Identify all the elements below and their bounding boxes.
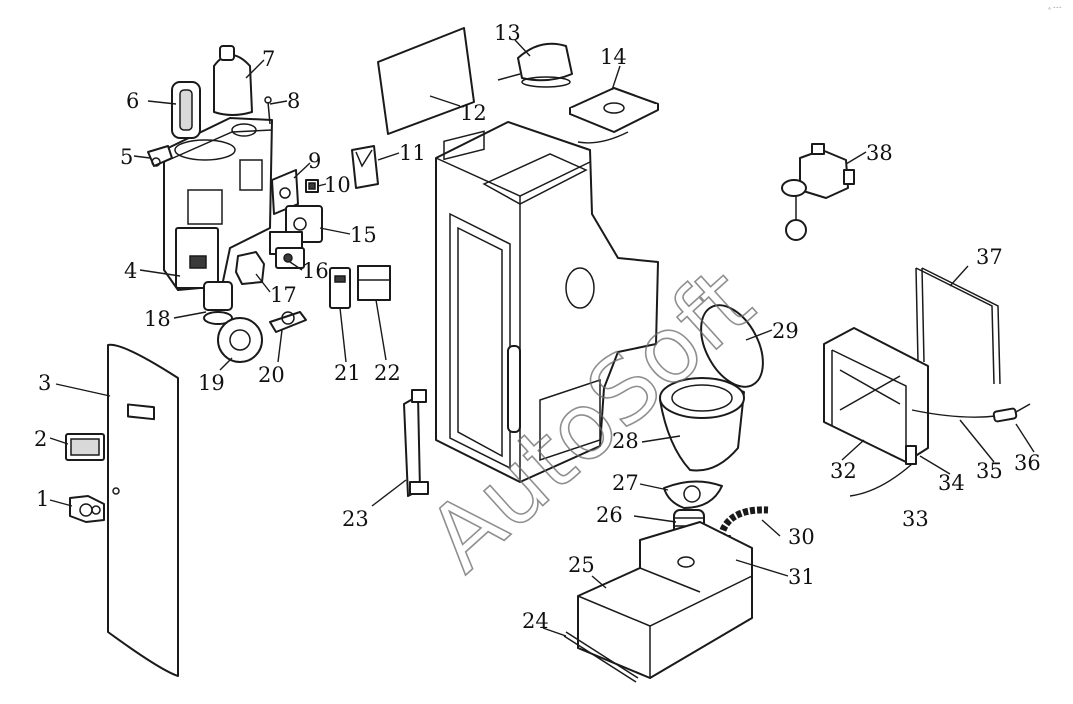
callout-33: 33 [902, 507, 929, 531]
callout-30: 30 [788, 525, 815, 549]
callout-13: 13 [494, 21, 521, 45]
callout-12: 12 [460, 101, 487, 125]
part-door-panel [107, 343, 179, 677]
part-handle-plate [65, 433, 105, 461]
callout-10: 10 [324, 173, 351, 197]
callout-22: 22 [374, 361, 401, 385]
callout-25: 25 [568, 553, 595, 577]
callout-20: 20 [258, 363, 285, 387]
part-tank-frame-32 [823, 327, 929, 463]
part-lamp-13 [497, 42, 573, 88]
part-valve-38 [781, 143, 855, 241]
callout-2: 2 [34, 427, 47, 451]
corner-mark: ° ˆˆˆ [1048, 7, 1062, 14]
callout-26: 26 [596, 503, 623, 527]
callout-7: 7 [262, 47, 275, 71]
part-terminal-block-22 [357, 265, 391, 301]
callout-32: 32 [830, 459, 857, 483]
part-toilet-lid-29 [700, 304, 764, 388]
callout-18: 18 [144, 307, 171, 331]
part-control-panel-14 [569, 87, 659, 144]
callout-8: 8 [287, 89, 300, 113]
part-rod-24 [563, 631, 639, 683]
part-wire-35 [911, 409, 997, 418]
callout-5: 5 [120, 145, 133, 169]
callout-21: 21 [334, 361, 361, 385]
callout-38: 38 [866, 141, 893, 165]
part-cable-33 [849, 463, 913, 497]
part-mirror-plate-12 [377, 27, 475, 135]
part-waste-tank-25 [577, 521, 753, 679]
part-check-valve-20 [269, 311, 307, 333]
part-toilet-bowl-28 [659, 377, 745, 472]
part-faucet [147, 145, 173, 167]
callout-15: 15 [350, 223, 377, 247]
part-control-box [271, 169, 299, 215]
part-pump-18 [203, 281, 233, 325]
part-sink-console [163, 117, 273, 291]
callout-4: 4 [124, 259, 137, 283]
part-grab-rail-23 [403, 389, 429, 497]
callout-16: 16 [302, 259, 329, 283]
part-latch [69, 495, 105, 523]
part-plug-36 [992, 403, 1031, 423]
callout-3: 3 [38, 371, 51, 395]
callout-6: 6 [126, 89, 139, 113]
part-connector-21 [329, 267, 351, 309]
callout-31: 31 [788, 565, 815, 589]
part-main-cabinet [435, 121, 659, 483]
callout-labels: 1 2 3 4 5 6 7 8 9 10 11 12 13 14 15 16 1… [34, 21, 1041, 633]
callout-11: 11 [399, 141, 426, 165]
part-filter-ring-19 [217, 317, 263, 363]
part-flange-27 [663, 480, 723, 509]
callout-17: 17 [270, 283, 297, 307]
part-handle-frame-37 [915, 267, 1001, 385]
callout-34: 34 [938, 471, 965, 495]
part-bracket-34 [905, 445, 917, 465]
leader-lines [49, 39, 1035, 637]
callout-28: 28 [612, 429, 639, 453]
callout-24: 24 [522, 609, 549, 633]
callout-35: 35 [976, 459, 1003, 483]
part-soap-tank [213, 45, 253, 116]
callout-9: 9 [308, 149, 321, 173]
callout-37: 37 [976, 245, 1003, 269]
part-hose-30 [716, 506, 769, 545]
part-cup-holder [351, 145, 379, 189]
callout-19: 19 [198, 371, 225, 395]
callout-14: 14 [600, 45, 627, 69]
callout-29: 29 [772, 319, 799, 343]
callout-36: 36 [1014, 451, 1041, 475]
part-small-switch [305, 179, 319, 193]
part-soap-dispenser [171, 81, 201, 139]
part-pin [264, 96, 272, 125]
callout-23: 23 [342, 507, 369, 531]
callout-1: 1 [36, 487, 49, 511]
part-solenoid-16 [275, 247, 305, 269]
callout-27: 27 [612, 471, 639, 495]
